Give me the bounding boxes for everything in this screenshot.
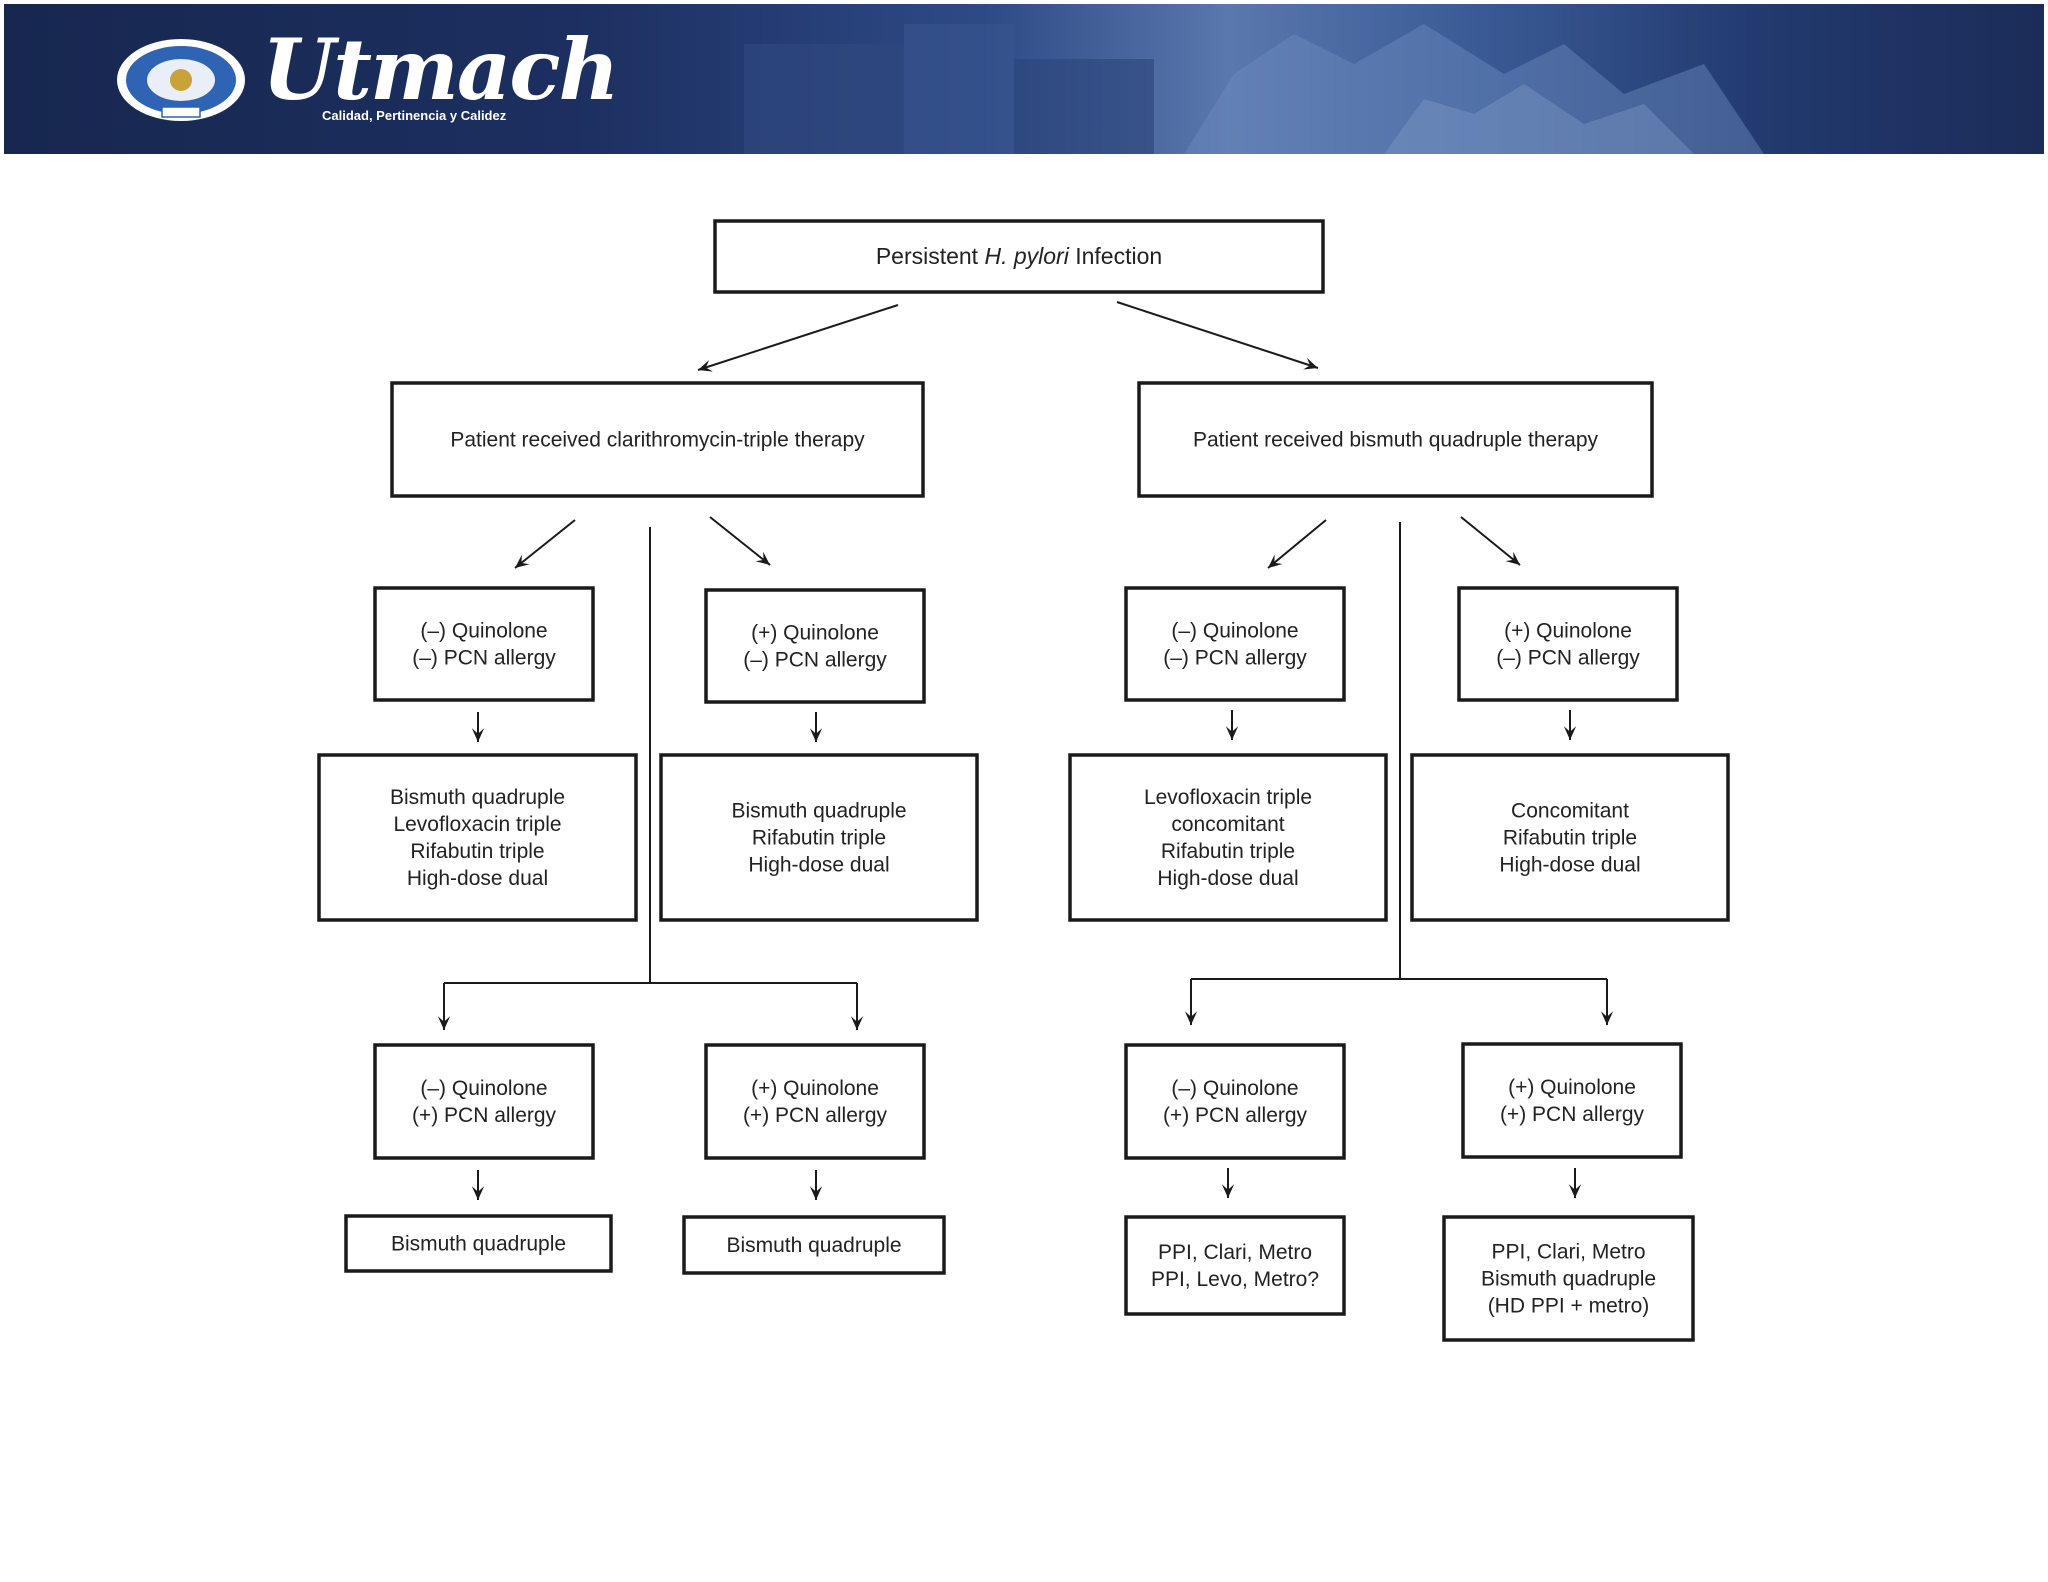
bismuth-option-set-1-node-line: Rifabutin triple <box>1161 840 1295 863</box>
bismuth-pos-quinolone-neg-allergy-node-line: (+) Quinolone <box>1504 620 1632 643</box>
bismuth-pos-quinolone-neg-allergy-node-line: (–) PCN allergy <box>1496 647 1640 670</box>
clari-pos-quinolone-neg-allergy-node: (+) Quinolone (–) PCN allergy <box>704 588 926 704</box>
clari-option-set-1-node-line: High-dose dual <box>407 867 548 890</box>
bismuth-pos-quinolone-pos-allergy-node-line: (+) PCN allergy <box>1500 1103 1645 1126</box>
banner-building-silhouette <box>904 24 1014 154</box>
arrowhead <box>1563 726 1577 740</box>
bismuth-allergy-option-2-node-line: (HD PPI + metro) <box>1488 1295 1650 1318</box>
arrowhead <box>1184 1011 1198 1025</box>
clari-option-set-2-node-line: Rifabutin triple <box>752 827 886 850</box>
clari-option-set-1-node-line: Rifabutin triple <box>410 840 544 863</box>
clari-pos-quinolone-neg-allergy-node-line: (+) Quinolone <box>751 622 879 645</box>
clari-allergy-option-2-node: Bismuth quadruple <box>682 1215 946 1275</box>
arrowhead <box>1225 726 1239 740</box>
arrowhead <box>698 359 713 372</box>
arrowhead <box>471 1186 485 1200</box>
bismuth-option-set-2-node-line: Concomitant <box>1511 800 1629 823</box>
bismuth-neg-quinolone-neg-allergy-node-line: (–) Quinolone <box>1171 620 1298 643</box>
bismuth-pos-quinolone-neg-allergy-node: (+) Quinolone (–) PCN allergy <box>1457 586 1679 702</box>
clari-option-set-1-node-line: Bismuth quadruple <box>390 786 565 809</box>
clari-neg-quinolone-pos-allergy-node-line: (–) Quinolone <box>420 1077 547 1100</box>
clari-allergy-option-2-node-line: Bismuth quadruple <box>726 1234 901 1257</box>
arrowhead <box>515 554 530 568</box>
bismuth-allergy-option-1-node-line: PPI, Clari, Metro <box>1158 1241 1312 1264</box>
banner-background-art <box>744 24 1764 154</box>
bismuth-pos-quinolone-pos-allergy-node-line: (+) Quinolone <box>1508 1076 1636 1099</box>
clari-pos-quinolone-pos-allergy-node-line: (+) Quinolone <box>751 1077 879 1100</box>
root-node-label: Persistent H. pylori Infection <box>876 243 1162 269</box>
clari-neg-quinolone-neg-allergy-node: (–) Quinolone (–) PCN allergy <box>373 586 595 702</box>
bismuth-option-set-2-node-line: Rifabutin triple <box>1503 827 1637 850</box>
arrowhead <box>1505 551 1520 565</box>
clarithromycin-therapy-node-line: Patient received clarithromycin-triple t… <box>450 429 865 452</box>
flowchart-connectors <box>437 301 1614 1200</box>
bismuth-therapy-node: Patient received bismuth quadruple thera… <box>1137 381 1654 498</box>
clari-allergy-option-1-node: Bismuth quadruple <box>344 1214 613 1273</box>
logo-wordmark: Utmach <box>262 20 620 119</box>
clari-pos-quinolone-pos-allergy-node: (+) Quinolone (+) PCN allergy <box>704 1043 926 1160</box>
bismuth-allergy-option-2-node-line: PPI, Clari, Metro <box>1491 1241 1645 1264</box>
arrowhead <box>437 1016 451 1030</box>
banner-building-silhouette <box>1014 59 1154 154</box>
bismuth-option-set-1-node-line: concomitant <box>1171 813 1284 836</box>
clari-pos-quinolone-neg-allergy-node-line: (–) PCN allergy <box>743 649 887 672</box>
connector-arrow <box>709 516 771 566</box>
arrowhead <box>1568 1184 1582 1198</box>
bismuth-neg-quinolone-neg-allergy-node: (–) Quinolone (–) PCN allergy <box>1124 586 1346 702</box>
arrowhead <box>850 1016 864 1030</box>
bismuth-neg-quinolone-neg-allergy-node-line: (–) PCN allergy <box>1163 647 1307 670</box>
flowchart-nodes: Patient received clarithromycin-triple t… <box>317 381 1730 1342</box>
arrowhead <box>1268 554 1283 568</box>
seal-banner <box>161 106 201 118</box>
bismuth-neg-quinolone-pos-allergy-node: (–) Quinolone (+) PCN allergy <box>1124 1043 1346 1160</box>
bismuth-neg-quinolone-pos-allergy-node-line: (–) Quinolone <box>1171 1077 1298 1100</box>
connector-arrow <box>1116 301 1319 369</box>
connector-arrow <box>1460 516 1521 566</box>
bismuth-pos-quinolone-pos-allergy-node: (+) Quinolone (+) PCN allergy <box>1461 1042 1683 1159</box>
connector-arrow <box>697 304 899 371</box>
arrowhead <box>809 728 823 742</box>
arrowhead <box>809 1186 823 1200</box>
logo-tagline: Calidad, Pertinencia y Calidez <box>322 108 507 123</box>
clari-neg-quinolone-pos-allergy-node-line: (+) PCN allergy <box>412 1104 557 1127</box>
clari-allergy-option-1-node-line: Bismuth quadruple <box>391 1233 566 1256</box>
bismuth-allergy-option-2-node-line: Bismuth quadruple <box>1481 1268 1656 1291</box>
clarithromycin-therapy-node: Patient received clarithromycin-triple t… <box>390 381 925 498</box>
clari-option-set-2-node-line: High-dose dual <box>748 854 889 877</box>
bismuth-option-set-2-node-line: High-dose dual <box>1499 854 1640 877</box>
bismuth-allergy-option-1-node-line: PPI, Levo, Metro? <box>1151 1268 1319 1291</box>
clari-option-set-2-node-line: Bismuth quadruple <box>731 800 906 823</box>
clari-pos-quinolone-pos-allergy-node-line: (+) PCN allergy <box>743 1104 888 1127</box>
clari-neg-quinolone-pos-allergy-node: (–) Quinolone (+) PCN allergy <box>373 1043 595 1160</box>
banner-building-silhouette <box>744 44 914 154</box>
connector-arrow <box>514 519 576 569</box>
university-seal <box>117 39 245 121</box>
bismuth-therapy-node-line: Patient received bismuth quadruple thera… <box>1193 429 1599 452</box>
arrowhead <box>1303 357 1318 370</box>
banner-monument-figure <box>1184 24 1764 154</box>
bismuth-option-set-1-node-line: High-dose dual <box>1157 867 1298 890</box>
arrowhead <box>471 728 485 742</box>
root-node: Persistent H. pylori Infection <box>713 219 1325 294</box>
bismuth-neg-quinolone-pos-allergy-node-line: (+) PCN allergy <box>1163 1104 1308 1127</box>
clari-neg-quinolone-neg-allergy-node-line: (–) Quinolone <box>420 620 547 643</box>
connector-arrow <box>1267 519 1327 569</box>
seal-emblem <box>170 69 192 91</box>
clari-option-set-1-node-line: Levofloxacin triple <box>393 813 561 836</box>
header-banner: Utmach Calidad, Pertinencia y Calidez <box>4 4 2044 154</box>
banner-monument-figure <box>1384 84 1694 154</box>
arrowhead <box>1221 1184 1235 1198</box>
bismuth-option-set-1-node-line: Levofloxacin triple <box>1144 786 1312 809</box>
clari-neg-quinolone-neg-allergy-node-line: (–) PCN allergy <box>412 647 556 670</box>
bismuth-option-set-1-node: Levofloxacin triple concomitantRifabutin … <box>1068 753 1388 922</box>
arrowhead <box>755 551 770 565</box>
arrowhead <box>1600 1011 1614 1025</box>
